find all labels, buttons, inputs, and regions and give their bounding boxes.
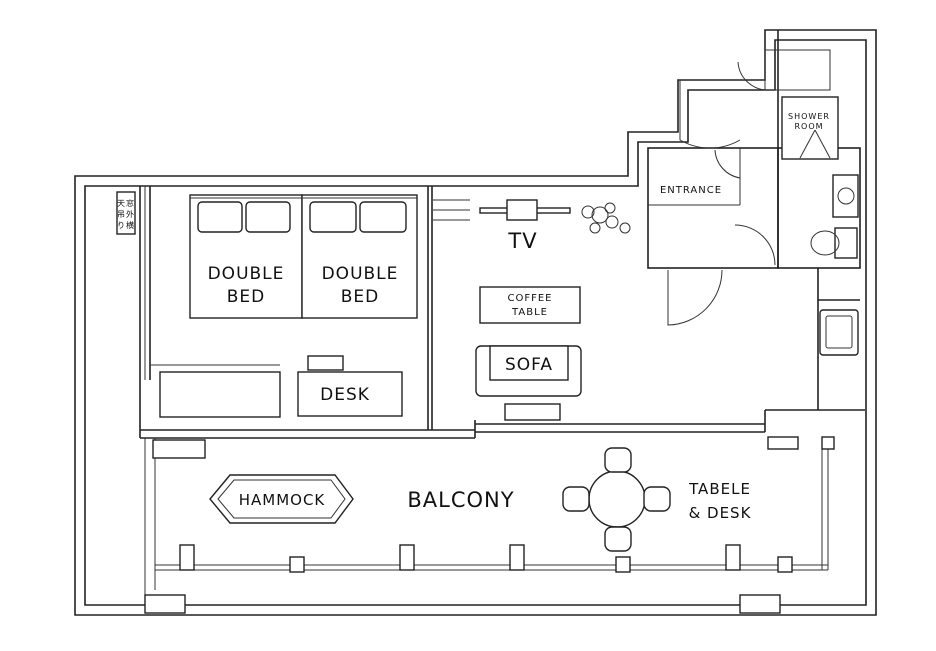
double-bed-label-1-line1: DOUBLE — [208, 264, 285, 284]
bedroom-desk — [150, 355, 403, 418]
desk-label: DESK — [320, 385, 370, 405]
tv — [433, 199, 571, 221]
kitchen-sink — [819, 309, 859, 356]
beds — [189, 194, 418, 319]
hammock-label: HAMMOCK — [239, 491, 326, 509]
window-sign-line3: り横 — [117, 220, 135, 230]
doors — [667, 61, 776, 326]
window-sign — [116, 191, 136, 235]
room-labels: DOUBLE BED DOUBLE BED TV COFFEE TABLE SO… — [117, 112, 830, 522]
tv-label: TV — [507, 229, 537, 253]
interior-walls — [139, 30, 865, 439]
round-table-with-chairs — [562, 447, 671, 552]
table-desk-label-line1: TABELE — [688, 480, 751, 498]
bathroom-fixtures — [781, 96, 859, 259]
window-sign-line1: 天窓 — [117, 198, 135, 208]
balcony-label: BALCONY — [407, 488, 514, 512]
exterior-walls — [74, 29, 877, 616]
hammock — [209, 474, 354, 524]
shower-room-label-line1: SHOWER — [788, 112, 830, 121]
coffee-table — [479, 286, 581, 324]
double-bed-label-2-line2: BED — [341, 287, 380, 307]
table-desk-label-line2: & DESK — [689, 504, 752, 522]
balcony-area — [144, 436, 835, 614]
coffee-table-label-line2: TABLE — [511, 307, 548, 318]
sofa — [475, 345, 582, 421]
double-bed-label-1-line2: BED — [227, 287, 266, 307]
entrance-label: ENTRANCE — [660, 185, 722, 196]
coffee-table-label-line1: COFFEE — [508, 293, 553, 304]
plant-icon — [581, 202, 631, 234]
sofa-label: SOFA — [505, 355, 553, 375]
double-bed-label-2-line1: DOUBLE — [322, 264, 399, 284]
shower-room-label-line2: ROOM — [794, 122, 823, 131]
window-sign-line2: 吊外 — [117, 209, 135, 219]
